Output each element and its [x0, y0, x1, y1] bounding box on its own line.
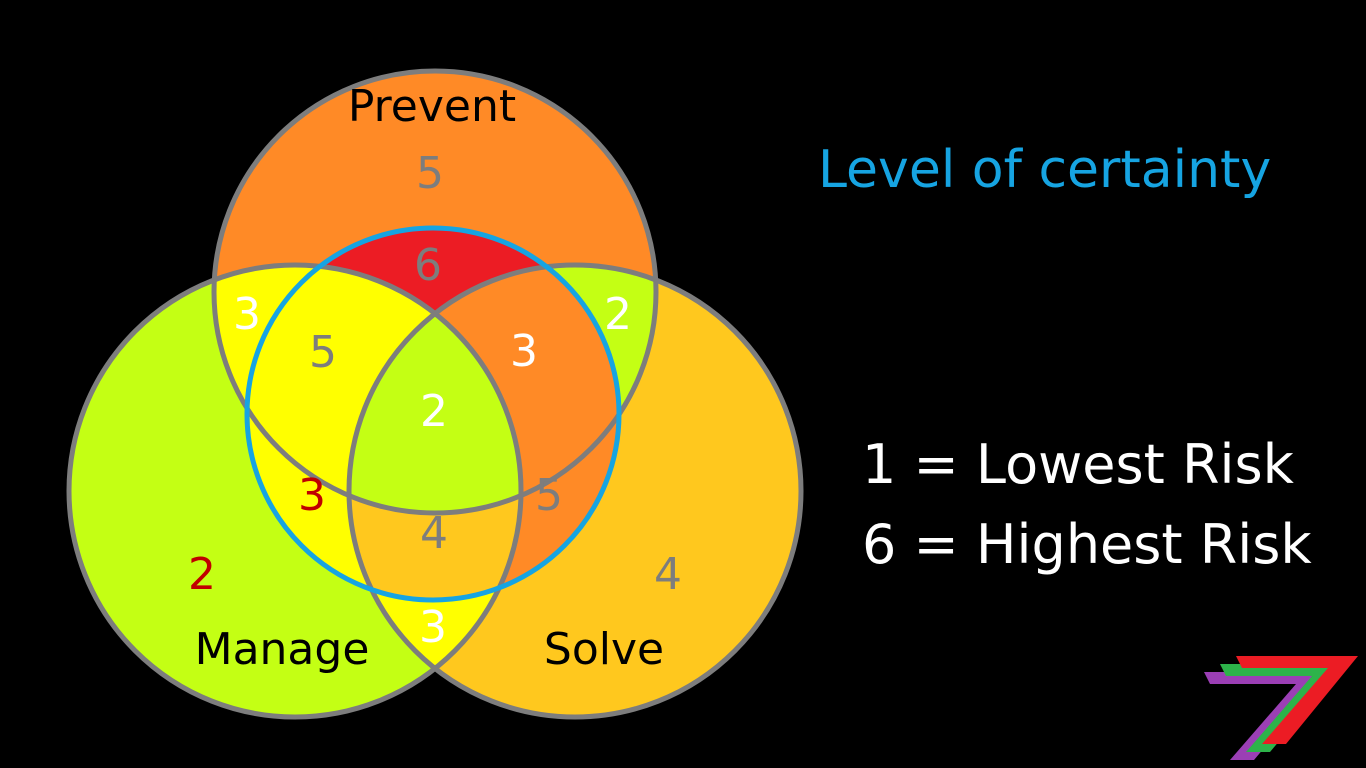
certainty-heading: Level of certainty [818, 140, 1272, 200]
value-manage-solve: 3 [419, 602, 447, 653]
value-prevent-manage-certainty: 5 [309, 327, 337, 378]
value-prevent-solve: 2 [604, 289, 632, 340]
value-prevent-manage: 3 [233, 289, 261, 340]
certainty-ring-outline [244, 225, 622, 603]
solve-label: Solve [544, 624, 664, 675]
circle-labels: Prevent Manage Solve [195, 81, 664, 675]
value-manage-only: 2 [188, 549, 216, 600]
value-manage-certainty: 3 [298, 470, 326, 521]
circle-prevent-outline [211, 68, 659, 516]
prevent-label: Prevent [348, 81, 516, 132]
seven-stripes-logo-icon [1204, 656, 1358, 760]
legend-lowest-risk: 1 = Lowest Risk [862, 433, 1294, 496]
circle-solve-outline [346, 262, 804, 720]
region-values: 5 6 3 2 5 3 2 3 5 4 3 2 4 [188, 148, 682, 653]
value-prevent-solve-certainty: 3 [510, 326, 538, 377]
logo-stripe-red [1236, 656, 1358, 744]
circle-outlines [66, 68, 804, 720]
value-manage-solve-certainty: 4 [420, 508, 448, 559]
value-prevent-certainty: 6 [414, 240, 442, 291]
manage-label: Manage [195, 624, 370, 675]
circle-manage-outline [66, 262, 524, 720]
legend-highest-risk: 6 = Highest Risk [862, 513, 1312, 576]
region-all-three-fill [349, 265, 521, 513]
value-solve-certainty: 5 [535, 470, 563, 521]
value-solve-only: 4 [654, 549, 682, 600]
value-all-three: 2 [420, 386, 448, 437]
value-prevent-only: 5 [416, 148, 444, 199]
